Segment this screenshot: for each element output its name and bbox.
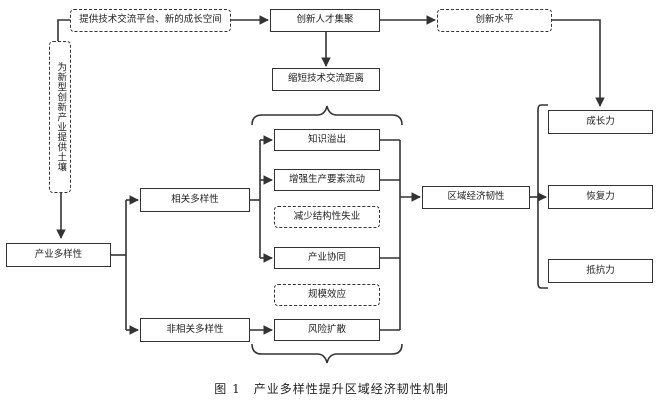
shorten-node: 缩短技术交流距离	[272, 68, 380, 91]
outcome-bracket	[537, 104, 548, 289]
unrelated-node: 非相关多样性	[140, 318, 250, 342]
factor-node: 增强生产要素流动	[274, 169, 380, 191]
platform-node: 提供技术交流平台、新的成长空间	[70, 9, 231, 32]
risk-diffusion-node: 风险扩散	[274, 319, 380, 341]
innovation-node: 创新水平	[437, 9, 552, 32]
diversity-node: 产业多样性	[6, 243, 111, 267]
resilience-node: 区域经济韧性	[422, 186, 530, 209]
recovery-node: 恢复力	[548, 185, 653, 209]
breed-node: 为新型创新产业提供土壤	[49, 41, 71, 193]
scale-effect-node: 规模效应	[274, 284, 380, 306]
related-node: 相关多样性	[140, 188, 250, 212]
edge-breed-platform	[57, 19, 70, 41]
edge-innovation-growth	[552, 19, 605, 107]
reduce-unemployment-node: 减少结构性失业	[274, 206, 380, 228]
bottom-brace	[251, 343, 403, 364]
top-brace	[251, 105, 403, 126]
figure-caption: 图 1 产业多样性提升区域经济韧性机制	[214, 382, 449, 396]
growth-node: 成长力	[548, 110, 653, 134]
spillover-node: 知识溢出	[274, 129, 380, 151]
resistance-node: 抵抗力	[548, 259, 653, 283]
synergy-node: 产业协同	[274, 247, 380, 269]
talent-node: 创新人才集聚	[270, 9, 380, 32]
